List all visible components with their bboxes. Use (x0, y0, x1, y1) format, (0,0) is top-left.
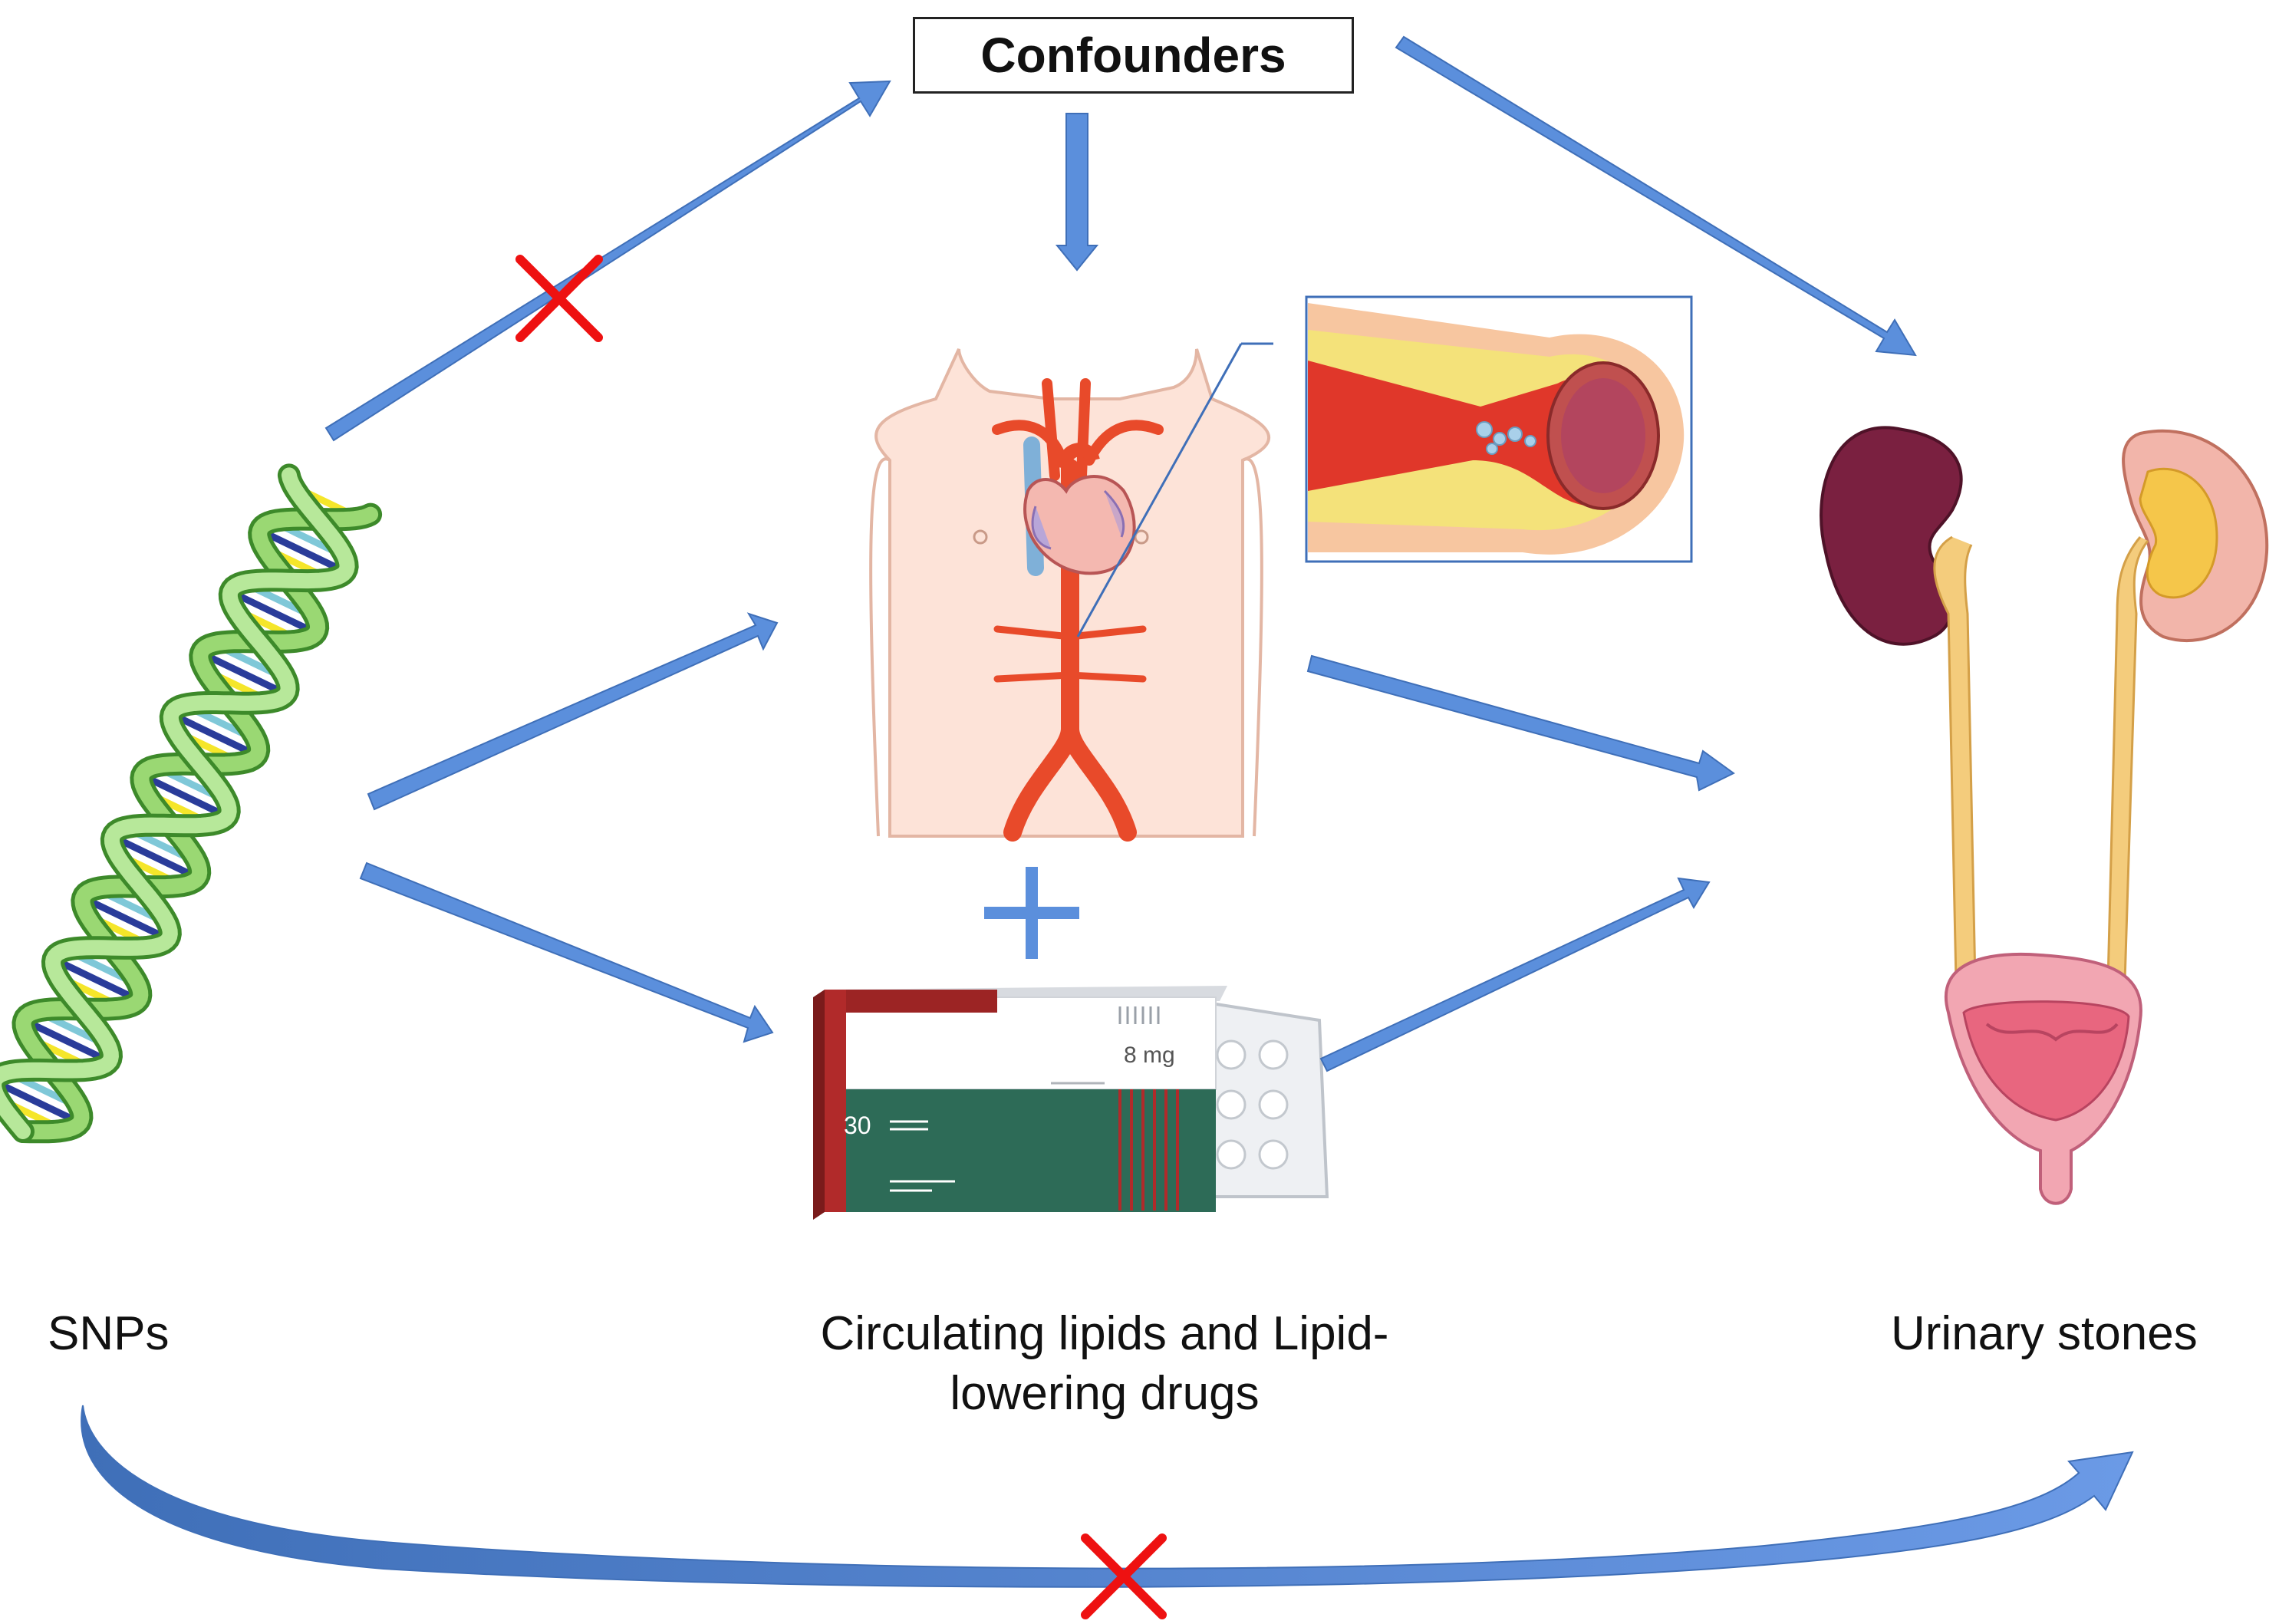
plus-icon (984, 867, 1079, 959)
dna-rung (256, 527, 349, 575)
arrow-snps-to-lipids (367, 612, 779, 811)
arrow-snps-to-drugs (359, 861, 774, 1043)
torso-arteries-icon (869, 348, 1271, 842)
outcome-label: Urinary stones (1891, 1307, 2198, 1360)
confounders-box: Confounders (913, 17, 1354, 94)
confounders-label: Confounders (980, 28, 1286, 83)
dna-rung (79, 894, 173, 943)
arrow-snps-to-confounders (324, 80, 891, 442)
cross-icon (1081, 1533, 1167, 1619)
dna-rung (109, 833, 202, 881)
cross-icon (515, 255, 603, 342)
urinary-tract-icon (1820, 426, 2269, 1205)
drug-count-text: 30 (844, 1112, 871, 1139)
arrow-lipids-to-outcome (1306, 654, 1735, 792)
arrow-snps-to-outcome-curve (81, 1405, 2134, 1588)
dna-helix-icon (0, 463, 383, 1144)
arrow-confounders-to-outcome (1395, 35, 1917, 357)
dna-rung (138, 772, 232, 821)
dna-rung (226, 588, 320, 637)
dna-rung (50, 955, 143, 1004)
dna-rung (167, 710, 261, 759)
exposure-label: Circulating lipids and Lipid-lowering dr… (820, 1307, 1389, 1420)
arrow-drugs-to-outcome (1319, 877, 1711, 1072)
pill-box-icon: 8 mg 30 (813, 986, 1329, 1220)
arrows (81, 35, 2134, 1588)
snps-label: SNPs (48, 1307, 170, 1360)
dna-rung (0, 1080, 84, 1127)
dna-rung (20, 1016, 114, 1066)
arrow-confounders-to-exposure (1055, 113, 1099, 272)
artery-plaque-icon (1076, 295, 1693, 637)
dna-rung (197, 649, 290, 698)
drug-dose-text: 8 mg (1124, 1043, 1175, 1068)
